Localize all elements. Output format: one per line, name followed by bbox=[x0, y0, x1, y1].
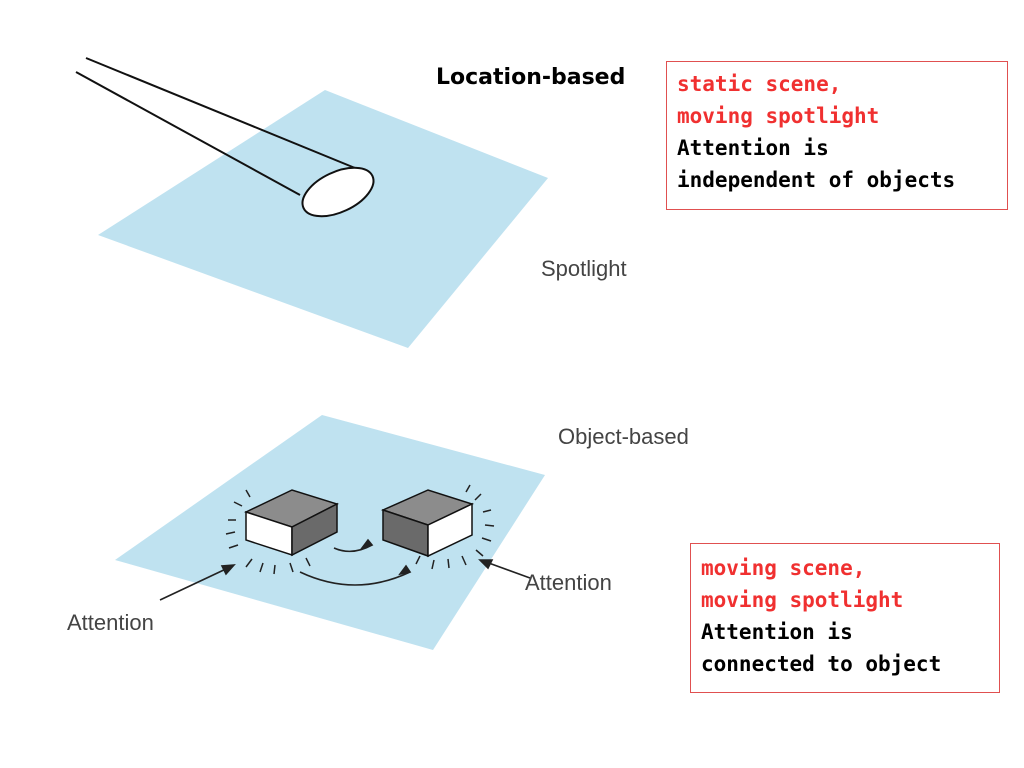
location-note-box: static scene, moving spotlight Attention… bbox=[666, 61, 1008, 210]
location-based-heading: Location-based bbox=[436, 65, 626, 90]
location-note-line-2: moving spotlight bbox=[677, 104, 880, 128]
attention-glow-right bbox=[415, 484, 495, 570]
object-note-line-1: moving scene, bbox=[701, 556, 866, 580]
object-note-box: moving scene, moving spotlight Attention… bbox=[690, 543, 1000, 693]
location-note-line-1: static scene, bbox=[677, 72, 842, 96]
attention-label-left: Attention bbox=[67, 610, 154, 635]
object-based-label: Object-based bbox=[558, 424, 689, 449]
block-right-icon bbox=[380, 489, 475, 558]
location-note-line-4: independent of objects bbox=[677, 168, 956, 192]
attention-arrow-right-icon bbox=[478, 559, 531, 579]
attention-label-right: Attention bbox=[525, 570, 612, 595]
object-note-line-3: Attention is bbox=[701, 620, 853, 644]
movement-arrows-icon bbox=[299, 538, 412, 586]
object-note-line-2: moving spotlight bbox=[701, 588, 904, 612]
block-left-icon bbox=[243, 489, 339, 557]
spotlight-beam-icon bbox=[75, 57, 375, 218]
object-note-line-4: connected to object bbox=[701, 652, 942, 676]
spotlight-label: Spotlight bbox=[541, 256, 627, 281]
location-note-line-3: Attention is bbox=[677, 136, 829, 160]
attention-arrow-left-icon bbox=[159, 564, 236, 601]
attention-glow-left bbox=[225, 489, 311, 575]
top-plane bbox=[98, 90, 548, 348]
